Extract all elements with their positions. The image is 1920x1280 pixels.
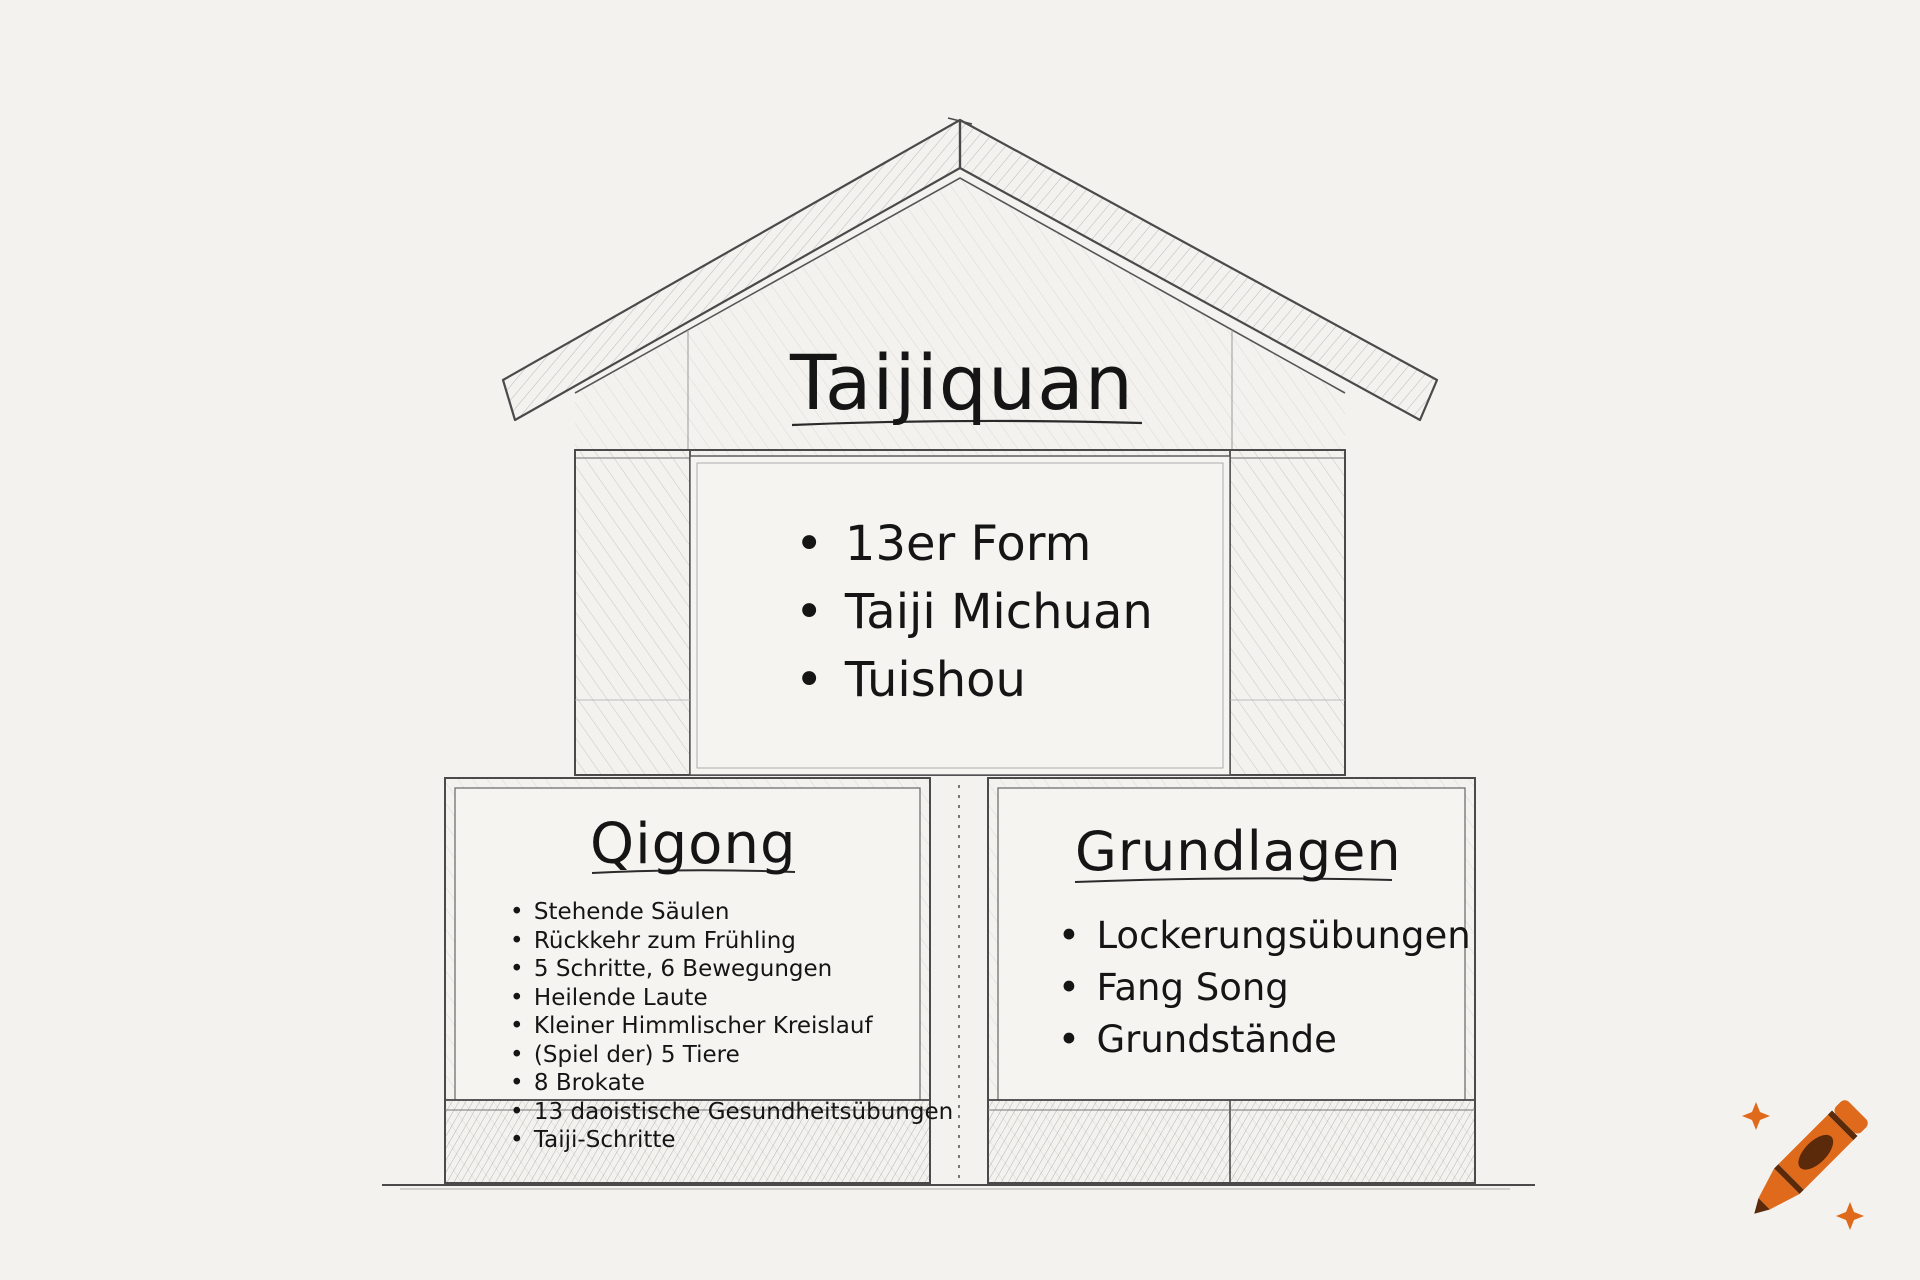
walls bbox=[574, 449, 1346, 776]
taijiquan-title: Taijiquan bbox=[790, 338, 1134, 427]
qigong-list: •Stehende Säulen •Rückkehr zum Frühling … bbox=[510, 898, 953, 1155]
list-item: •Fang Song bbox=[1058, 966, 1289, 1009]
list-item: •Heilende Laute bbox=[510, 984, 708, 1011]
list-item: •Kleiner Himmlischer Kreislauf bbox=[510, 1013, 873, 1039]
list-item: •Taiji Michuan bbox=[795, 584, 1153, 640]
list-item: •Grundstände bbox=[1058, 1018, 1337, 1061]
list-item: •5 Schritte, 6 Bewegungen bbox=[510, 956, 833, 982]
grundlagen-underline bbox=[1074, 877, 1393, 883]
list-item: •13er Form bbox=[795, 516, 1092, 572]
roof-band-right bbox=[958, 118, 1439, 422]
list-item: •Taiji-Schritte bbox=[510, 1127, 676, 1153]
list-item: •Rückkehr zum Frühling bbox=[510, 927, 796, 954]
list-item: •Tuishou bbox=[795, 652, 1026, 708]
right-block bbox=[987, 777, 1476, 1184]
taijiquan-underline bbox=[791, 419, 1143, 427]
qigong-underline bbox=[591, 869, 796, 874]
crayon-icon bbox=[1742, 1100, 1868, 1230]
taijiquan-list: •13er Form •Taiji Michuan •Tuishou bbox=[795, 510, 1153, 714]
list-item: •13 daoistische Gesundheitsübungen bbox=[510, 1098, 954, 1125]
grundlagen-title: Grundlagen bbox=[1075, 820, 1402, 883]
list-item: •(Spiel der) 5 Tiere bbox=[510, 1041, 740, 1068]
list-item: •Stehende Säulen bbox=[510, 899, 730, 925]
list-item: •8 Brokate bbox=[510, 1070, 645, 1096]
qigong-title: Qigong bbox=[590, 812, 797, 877]
left-block bbox=[444, 777, 931, 1184]
list-item: •Lockerungsübungen bbox=[1058, 914, 1471, 957]
grundlagen-list: •Lockerungsübungen •Fang Song •Grundstän… bbox=[1058, 910, 1471, 1066]
